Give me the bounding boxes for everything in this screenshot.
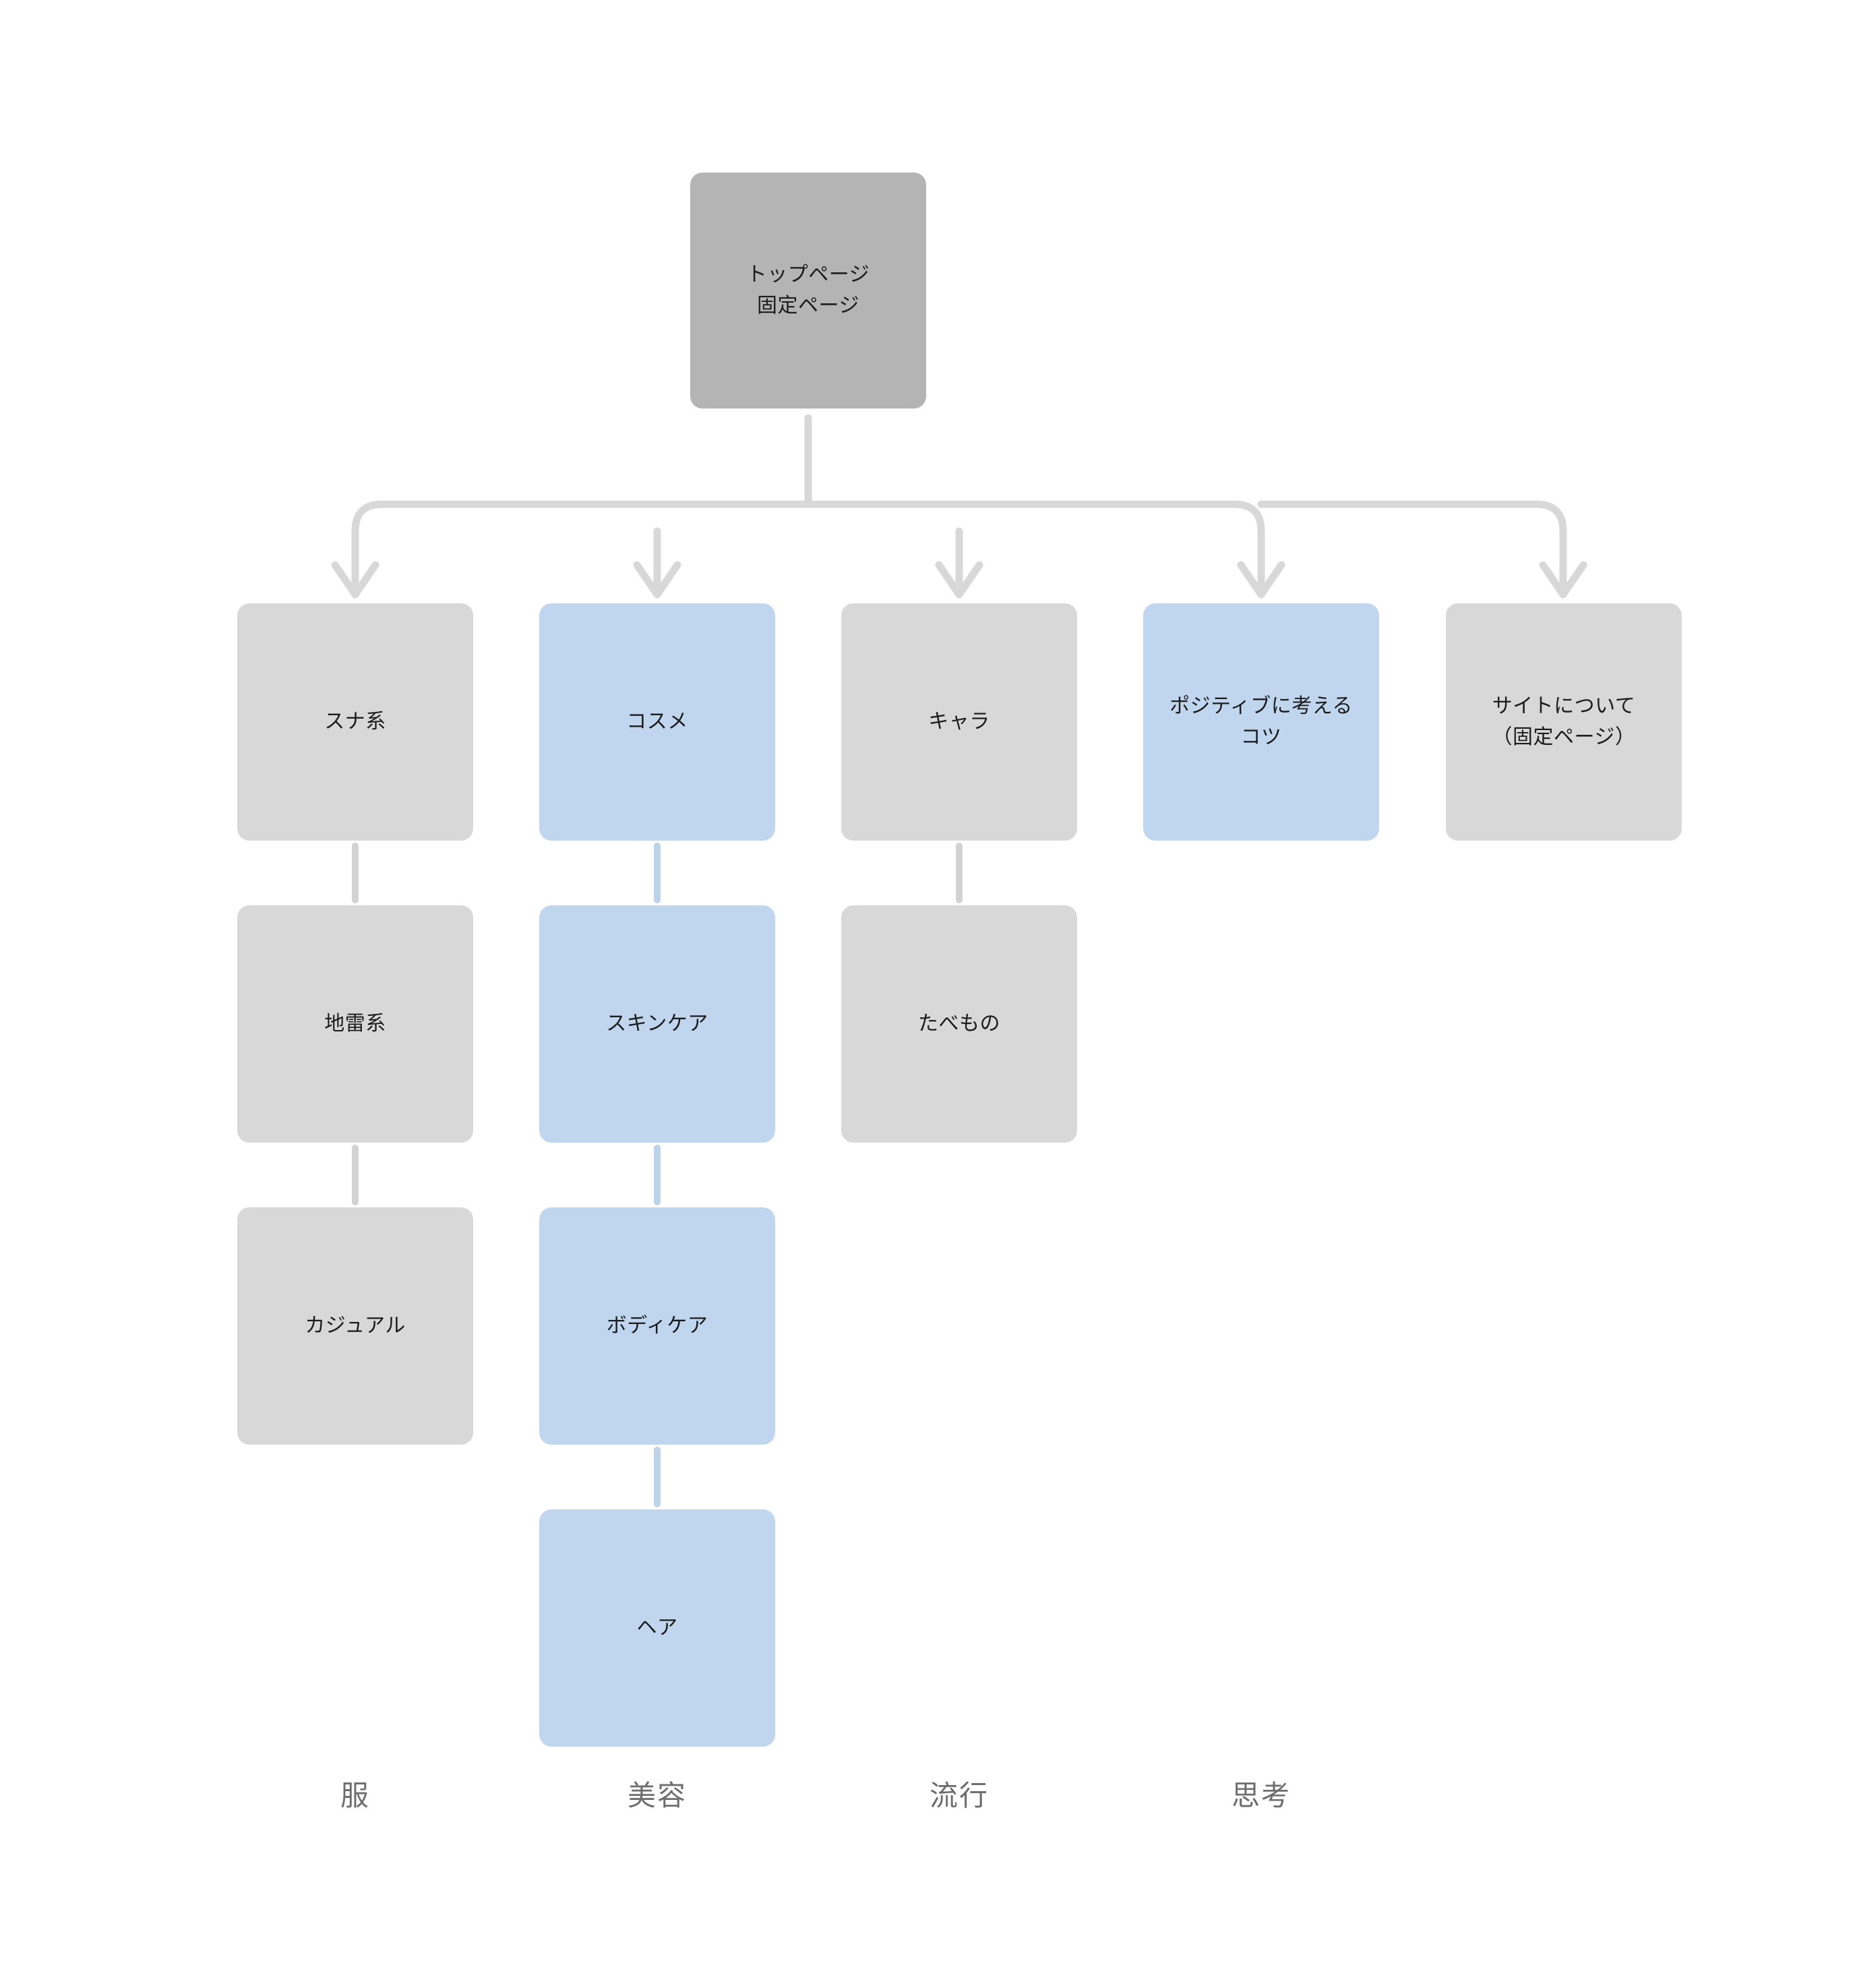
column-footer-label-2: 流行 — [929, 1780, 989, 1811]
node-root[interactable]: トップページ 固定ページ — [690, 173, 926, 409]
node-label: スナ系 — [324, 710, 386, 733]
node-col2-1[interactable]: たべもの — [841, 905, 1077, 1143]
node-col1-0[interactable]: コスメ — [539, 603, 775, 841]
node-col3-0[interactable]: ポジティブに考える コツ — [1143, 603, 1379, 841]
node-label: ポジティブに考える コツ — [1169, 694, 1353, 749]
branch-arrow-4-icon — [1539, 561, 1587, 599]
node-col0-1[interactable]: 地雷系 — [237, 905, 473, 1143]
node-label: スキンケア — [606, 1012, 708, 1035]
node-label: キャラ — [928, 710, 990, 733]
node-col0-0[interactable]: スナ系 — [237, 603, 473, 841]
branch-bus-extension-connector — [1257, 500, 1567, 535]
node-col1-3[interactable]: ヘア — [539, 1509, 775, 1747]
node-label: たべもの — [918, 1012, 1000, 1035]
branch-bus-connector — [351, 500, 1265, 535]
node-col2-0[interactable]: キャラ — [841, 603, 1077, 841]
node-label: ヘア — [636, 1616, 678, 1639]
node-label: サイトについて （固定ページ） — [1492, 694, 1636, 749]
node-label: コスメ — [626, 710, 688, 733]
node-label: カジュアル — [305, 1314, 406, 1337]
column-footer-label-1: 美容 — [627, 1780, 687, 1811]
node-col1-2[interactable]: ボディケア — [539, 1207, 775, 1445]
branch-arrow-3-icon — [1237, 561, 1285, 599]
column-footer-label-0: 服 — [340, 1780, 370, 1811]
branch-arrow-1-icon — [633, 561, 681, 599]
node-col1-1[interactable]: スキンケア — [539, 905, 775, 1143]
node-root-label: トップページ 固定ページ — [746, 263, 870, 318]
branch-arrow-2-icon — [935, 561, 983, 599]
node-label: ボディケア — [606, 1314, 708, 1337]
column-footer-label-3: 思考 — [1231, 1780, 1291, 1811]
node-label: 地雷系 — [324, 1012, 386, 1035]
node-col4-0[interactable]: サイトについて （固定ページ） — [1446, 603, 1682, 841]
node-col0-2[interactable]: カジュアル — [237, 1207, 473, 1445]
branch-arrow-0-icon — [331, 561, 379, 599]
